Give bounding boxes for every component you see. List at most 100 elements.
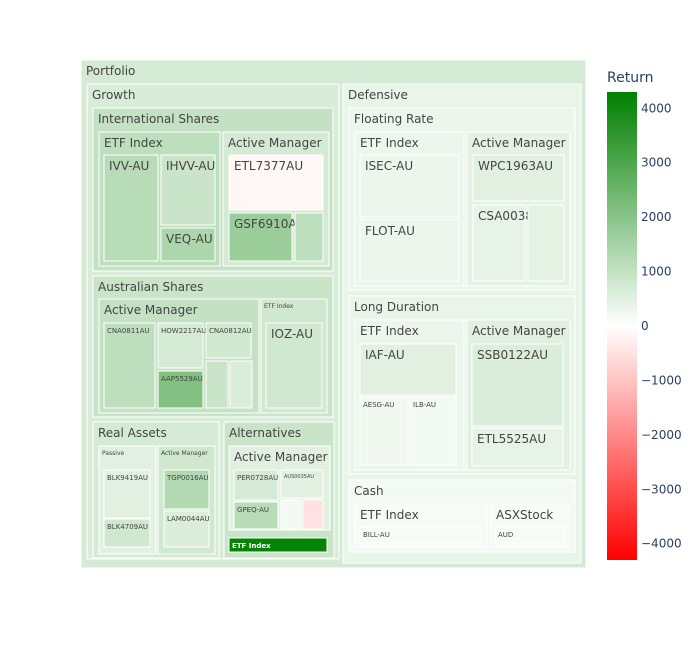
tile-label: Active Manager	[472, 136, 566, 150]
tile-label: ETF Index	[360, 324, 419, 338]
tile-label: Long Duration	[354, 300, 439, 314]
tile-label: BILL-AU	[363, 531, 390, 539]
tile-portfolio-growth-australian-shares-active-manager-aap5529au[interactable]: AAP5529AU	[157, 370, 204, 409]
tile-rect	[103, 322, 156, 409]
tile-portfolio-defensive-long-duration-etf-index-iaf-au[interactable]: IAF-AU	[359, 343, 457, 396]
tile-portfolio-growth-australian-shares-active-manager-cna0811au[interactable]: CNA0811AU	[103, 322, 156, 409]
tile-portfolio-defensive-floating-rate-active-manager-wpc1963au[interactable]: WPC1963AU	[472, 154, 565, 202]
tile-label: WPC1963AU	[478, 159, 553, 173]
tile-label: International Shares	[98, 112, 219, 126]
tile-portfolio-growth-international-shares-etf-index-ivv-au[interactable]: IVV-AU	[103, 154, 159, 262]
tile-label: ETF Index	[264, 303, 294, 310]
tile-portfolio-growth-alternatives-active-manager-maq0482au[interactable]: MAQ0482AU	[280, 499, 316, 530]
tile-rect	[280, 469, 324, 499]
tile-label: ETF Index	[104, 136, 163, 150]
tile-rect	[409, 396, 457, 466]
tile-rect	[527, 204, 565, 282]
tile-rect	[160, 227, 216, 262]
tile-label: ETF Index	[360, 508, 419, 522]
tile-label: LAM0044AU	[167, 515, 210, 523]
tile-portfolio-growth-real-assets-active-manager-lam0044au[interactable]: LAM0044AU	[163, 510, 210, 548]
tile-portfolio-growth-australian-shares-active-manager-cna0813au[interactable]: CNA0813AU	[205, 360, 240, 409]
tile-portfolio-defensive-floating-rate-etf-index-isec-au[interactable]: ISEC-AU	[359, 154, 460, 218]
tile-label: Active Manager	[472, 324, 566, 338]
colorbar-gradient	[607, 92, 637, 560]
colorbar-tick-label: 3000	[641, 156, 672, 170]
tile-label: Real Assets	[98, 426, 167, 440]
tile-rect	[359, 526, 482, 544]
tile-label: Active Manager	[104, 303, 198, 317]
tile-label: Floating Rate	[354, 112, 434, 126]
tile-portfolio-growth-australian-shares-active-manager-how2217au[interactable]: HOW2217AU	[157, 322, 206, 369]
colorbar-tick-label: −4000	[641, 537, 682, 551]
tile-label: Defensive	[348, 88, 408, 102]
tile-portfolio-growth-alternatives-active-manager-per0728au[interactable]: PER0728AU	[233, 469, 279, 501]
tile-portfolio-defensive-long-duration-etf-index-ilb-au[interactable]: ILB-AU	[409, 396, 457, 466]
tile-label: Active Manager	[234, 450, 328, 464]
tile-portfolio-defensive-cash-etf-index-bill-au[interactable]: BILL-AU	[359, 526, 482, 544]
tile-portfolio-growth-australian-shares-active-manager-cna0812au[interactable]: CNA0812AU	[205, 322, 252, 359]
tile-portfolio-growth-international-shares-active-manager-imf0030au[interactable]: IMF0030AU	[294, 212, 327, 262]
tile-label: ASXStock	[496, 508, 553, 522]
tile-portfolio-growth-real-assets-active-manager-tgp0016au[interactable]: TGP0016AU	[163, 469, 210, 510]
tile-portfolio-growth-australian-shares-etf-index-ioz-au[interactable]: IOZ-AU	[265, 322, 323, 409]
tile-portfolio-growth-international-shares-active-manager-etl7377au[interactable]: ETL7377AU	[228, 154, 324, 211]
tile-portfolio-growth-alternatives-active-manager-lhc0001au[interactable]: LHC0001AU	[302, 499, 336, 530]
tile-portfolio-growth-international-shares-active-manager-gsf6910au[interactable]: GSF6910AU	[228, 212, 305, 262]
colorbar-title: Return	[607, 70, 654, 86]
tile-rect	[265, 322, 323, 409]
tile-rect	[103, 154, 159, 262]
tile-portfolio-defensive-floating-rate-etf-index-flot-au[interactable]: FLOT-AU	[359, 219, 460, 282]
tile-rect	[472, 154, 565, 202]
tile-label: BLK9419AU	[107, 474, 148, 482]
tile-label: ETF Index	[360, 136, 419, 150]
tile-label: IVV-AU	[109, 159, 149, 173]
tile-label: TGP0016AU	[166, 474, 209, 482]
tile-portfolio-defensive-long-duration-active-manager-ssb0122au[interactable]: SSB0122AU	[471, 343, 564, 427]
tile-label: ETF Index	[232, 542, 271, 550]
tile-label: Growth	[92, 88, 135, 102]
tile-label: IOF0127AU	[531, 209, 559, 215]
tile-label: Australian Shares	[98, 280, 203, 294]
tile-rect	[233, 501, 279, 530]
tile-portfolio-growth-australian-shares-active-manager-cna0814au[interactable]: CNA0814AU	[229, 360, 264, 409]
tile-label: Alternatives	[229, 426, 301, 440]
tile-rect	[103, 469, 151, 519]
tile-label: Active Manager	[161, 450, 208, 457]
tile-rect	[302, 499, 324, 530]
tile-portfolio-growth-international-shares-etf-index-veq-au[interactable]: VEQ-AU	[160, 227, 216, 262]
tile-portfolio-growth-real-assets-passive-blk9419au[interactable]: BLK9419AU	[103, 469, 151, 519]
tile-label: IAF-AU	[365, 348, 405, 362]
tile-label: ISEC-AU	[365, 159, 413, 173]
tile-rect	[157, 322, 204, 369]
tile-rect	[280, 499, 302, 530]
tile-label: ILB-AU	[413, 401, 436, 409]
tile-portfolio-growth-international-shares-etf-index-ihvv-au[interactable]: IHVV-AU	[160, 154, 216, 226]
tile-rect	[471, 427, 564, 467]
tile-label: AAP5529AU	[161, 375, 203, 383]
tile-portfolio-defensive-long-duration-etf-index-aesg-au[interactable]: AESG-AU	[359, 396, 409, 466]
tile-label: Portfolio	[86, 64, 135, 78]
tile-portfolio-defensive-floating-rate-active-manager-csa0038au[interactable]: CSA0038AU	[472, 204, 550, 282]
tile-portfolio-defensive-floating-rate-active-manager-iof0127au[interactable]: IOF0127AU	[527, 204, 565, 282]
tile-label: IHVV-AU	[166, 159, 215, 173]
tile-portfolio-defensive-long-duration-active-manager-etl5525au[interactable]: ETL5525AU	[471, 427, 564, 467]
tile-rect	[494, 526, 565, 544]
colorbar-tick-label: 2000	[641, 210, 672, 224]
tile-label: AESG-AU	[363, 401, 394, 409]
tile-label: ETL5525AU	[477, 432, 546, 446]
tile-label: ETL7377AU	[234, 159, 303, 173]
tile-label: GSF6910AU	[234, 217, 305, 231]
tile-rect	[160, 154, 216, 226]
tile-rect	[103, 518, 151, 548]
tile-portfolio-growth-real-assets-passive-blk4709au[interactable]: BLK4709AU	[103, 518, 151, 548]
tile-portfolio-defensive-cash-asxstock-aud[interactable]: AUD	[494, 526, 565, 544]
tile-portfolio-growth-alternatives-active-manager-gpeq-au[interactable]: GPEQ-AU	[233, 501, 279, 530]
tile-rect	[359, 219, 460, 282]
tile-label: AUS0035AU	[284, 474, 314, 480]
tile-portfolio-growth-alternatives-etf-index[interactable]: ETF Index	[228, 537, 328, 553]
colorbar-tick-label: 4000	[641, 101, 672, 115]
tile-portfolio-growth-alternatives-active-manager-aus0035au[interactable]: AUS0035AU	[280, 469, 324, 499]
tile-label: IMF0030AU	[298, 217, 327, 223]
